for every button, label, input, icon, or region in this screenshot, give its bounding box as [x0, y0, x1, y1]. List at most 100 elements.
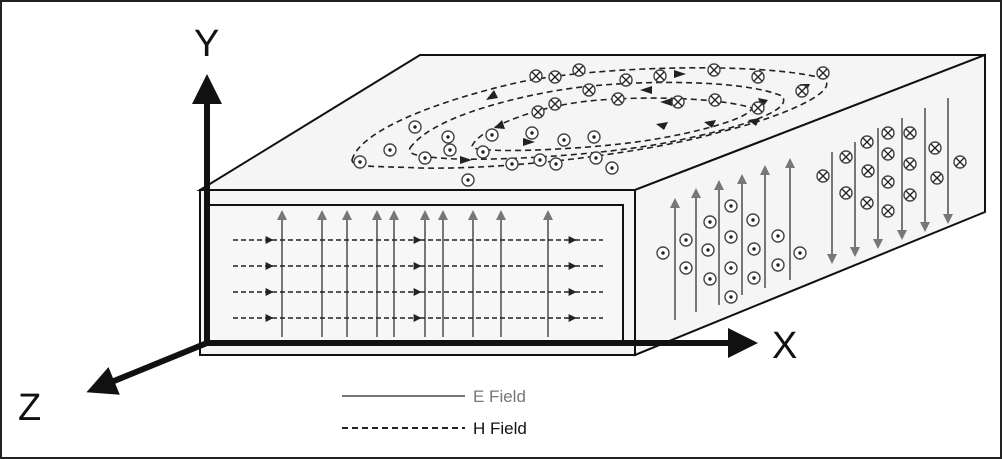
symbol-cross-b [574, 65, 584, 75]
y-axis-label: Y [194, 23, 219, 65]
symbol-dot [729, 266, 733, 270]
h-arrowhead [640, 86, 652, 94]
field-into-page-symbol [611, 92, 625, 106]
symbol-cross-b [533, 107, 543, 117]
field-into-page-symbol [572, 63, 586, 77]
symbol-dot [729, 295, 733, 299]
symbol-dot [554, 162, 558, 166]
symbol-dot [592, 135, 596, 139]
right-field-symbols [656, 126, 967, 304]
symbol-dot [708, 277, 712, 281]
field-out-of-page-symbol [476, 145, 490, 159]
field-into-page-symbol [928, 141, 942, 155]
field-out-of-page-symbol [771, 229, 785, 243]
field-out-of-page-symbol [485, 128, 499, 142]
field-into-page-symbol [816, 169, 830, 183]
field-out-of-page-symbol [533, 153, 547, 167]
h-loop-middle [408, 81, 785, 161]
waveguide-box [196, 53, 986, 357]
field-into-page-symbol [903, 126, 917, 140]
field-into-page-symbol [816, 66, 830, 80]
h-arrowhead [758, 98, 768, 108]
field-into-page-symbol [839, 150, 853, 164]
field-into-page-symbol [529, 69, 543, 83]
h-arrowhead [674, 70, 686, 78]
field-out-of-page-symbol [549, 157, 563, 171]
symbol-dot [413, 125, 417, 129]
x-axis-label: X [772, 325, 797, 367]
symbol-cross-b [818, 171, 828, 181]
front-e-field-arrows [277, 210, 553, 337]
symbol-cross-b [753, 103, 763, 113]
field-out-of-page-symbol [679, 261, 693, 275]
front-inner-face [206, 204, 624, 343]
symbol-dot [510, 162, 514, 166]
field-into-page-symbol [861, 164, 875, 178]
symbol-dot [481, 150, 485, 154]
field-out-of-page-symbol [418, 151, 432, 165]
h-arrowhead [494, 120, 505, 129]
field-out-of-page-symbol [703, 215, 717, 229]
field-into-page-symbol [751, 101, 765, 115]
field-out-of-page-symbol [557, 133, 571, 147]
h-arrowhead [660, 98, 672, 106]
field-out-of-page-symbol [656, 246, 670, 260]
symbol-cross-b [753, 72, 763, 82]
field-out-of-page-symbol [703, 272, 717, 286]
field-into-page-symbol [619, 73, 633, 87]
field-out-of-page-symbol [724, 290, 738, 304]
symbol-dot [538, 158, 542, 162]
field-into-page-symbol [881, 175, 895, 189]
symbol-dot [751, 218, 755, 222]
field-out-of-page-symbol [443, 143, 457, 157]
symbol-dot [448, 148, 452, 152]
symbol-dot [594, 156, 598, 160]
field-out-of-page-symbol [746, 213, 760, 227]
symbol-dot [446, 135, 450, 139]
field-out-of-page-symbol [724, 199, 738, 213]
field-out-of-page-symbol [679, 233, 693, 247]
legend-h-field-label: H Field [473, 419, 527, 438]
z-axis [86, 340, 209, 395]
symbol-cross-b [932, 173, 942, 183]
field-into-page-symbol [839, 186, 853, 200]
top-h-field-loops [351, 67, 828, 169]
h-arrowhead [748, 118, 760, 126]
h-arrowhead [704, 120, 716, 128]
field-out-of-page-symbol [605, 161, 619, 175]
field-out-of-page-symbol [408, 120, 422, 134]
field-out-of-page-symbol [441, 130, 455, 144]
symbol-cross-b [883, 128, 893, 138]
legend-e-field-label: E Field [473, 387, 526, 406]
symbol-cross-b [905, 128, 915, 138]
symbol-cross-b [531, 71, 541, 81]
symbol-dot [423, 156, 427, 160]
h-arrowhead [460, 156, 472, 164]
symbol-cross-b [863, 166, 873, 176]
field-into-page-symbol [881, 204, 895, 218]
symbol-cross-b [841, 188, 851, 198]
field-into-page-symbol [548, 70, 562, 84]
field-out-of-page-symbol [589, 151, 603, 165]
h-arrowhead [523, 138, 535, 146]
symbol-cross-b [621, 75, 631, 85]
field-into-page-symbol [708, 93, 722, 107]
symbol-dot [684, 266, 688, 270]
field-into-page-symbol [582, 83, 596, 97]
h-arrowhead [486, 90, 498, 100]
field-into-page-symbol [930, 171, 944, 185]
field-out-of-page-symbol [724, 261, 738, 275]
symbol-dot [684, 238, 688, 242]
field-out-of-page-symbol [383, 143, 397, 157]
field-into-page-symbol [881, 126, 895, 140]
symbol-cross-b [797, 86, 807, 96]
symbol-cross-b [710, 95, 720, 105]
h-loop-inner [471, 97, 753, 152]
right-e-field-arrows [670, 98, 953, 320]
symbol-cross-b [613, 94, 623, 104]
field-into-page-symbol [860, 135, 874, 149]
symbol-dot [530, 131, 534, 135]
symbol-cross-b [550, 99, 560, 109]
top-h-arrowheads [460, 70, 810, 164]
